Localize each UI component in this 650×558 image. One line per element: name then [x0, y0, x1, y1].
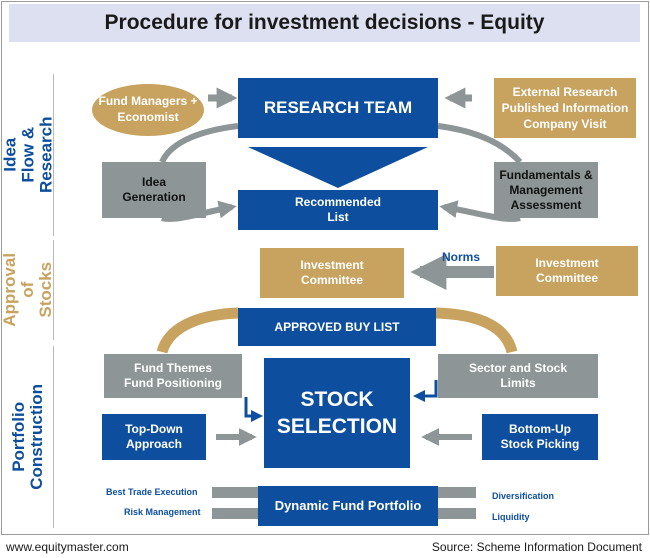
stock-selection-box: STOCK SELECTION	[264, 358, 410, 468]
idea-loop-arc-right	[438, 123, 523, 219]
footer-website: www.equitymaster.com	[6, 540, 129, 554]
section-divider-line	[53, 74, 54, 236]
bar-best-trade	[212, 487, 258, 498]
fund-themes-box: Fund Themes Fund Positioning	[104, 354, 242, 398]
bottom-up-box: Bottom-Up Stock Picking	[482, 414, 598, 460]
idea-generation-box: Idea Generation	[102, 162, 206, 218]
diversification-label: Diversification	[492, 491, 555, 501]
funnel-triangle	[248, 147, 428, 188]
bar-diversification	[430, 487, 476, 498]
bar-liquidity	[430, 508, 476, 519]
investment-committee-right-box: Investment Committee	[496, 246, 638, 296]
section-divider-line	[53, 240, 54, 340]
footer-source: Source: Scheme Information Document	[431, 540, 642, 554]
arrow-fund-themes	[244, 397, 263, 422]
arrow-sector-limits	[413, 380, 438, 402]
dynamic-fund-portfolio-box: Dynamic Fund Portfolio	[258, 486, 438, 526]
risk-management-label: Risk Management	[124, 507, 201, 517]
investment-committee-left-box: Investment Committee	[260, 248, 404, 298]
fundamentals-box: Fundamentals & Management Assessment	[494, 162, 598, 218]
top-down-box: Top-Down Approach	[102, 414, 206, 460]
section-divider-line	[53, 346, 54, 528]
liquidity-label: Liquidity	[492, 512, 530, 522]
recommended-list-box: Recommended List	[238, 190, 438, 230]
approved-buy-list-box: APPROVED BUY LIST	[238, 308, 436, 346]
sector-stock-limits-box: Sector and Stock Limits	[438, 354, 598, 398]
buy-list-arc	[156, 307, 518, 354]
page-title: Procedure for investment decisions - Equ…	[9, 4, 640, 42]
fund-managers-ellipse: Fund Managers + Economist	[92, 84, 204, 136]
norms-label: Norms	[442, 250, 481, 264]
bar-risk-management	[212, 508, 258, 519]
external-research-box: External Research Published Information …	[494, 78, 636, 138]
research-team-box: RESEARCH TEAM	[238, 78, 438, 138]
best-trade-label: Best Trade Execution	[106, 487, 198, 497]
